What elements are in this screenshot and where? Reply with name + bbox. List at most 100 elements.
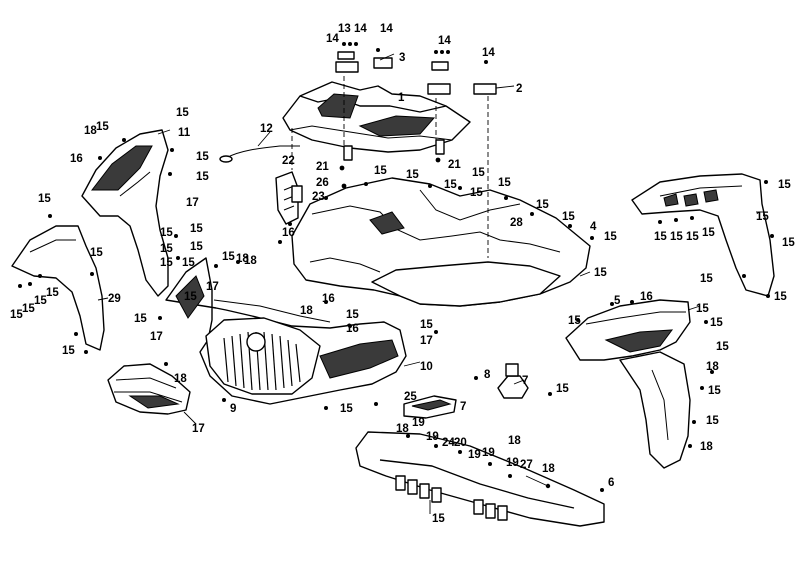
callout: 15 [196,171,209,183]
front-cowl [291,177,591,307]
callout: 15 [10,309,23,321]
lower-air-dam [107,363,191,415]
callout: 7 [460,401,466,413]
callout: 18 [236,253,249,265]
callout: 2 [516,83,522,95]
callout: 15 [604,231,617,243]
callout: 15 [706,415,719,427]
callout: 19 [412,417,425,429]
callout: 19 [426,431,439,443]
right-side-panel [565,299,691,469]
callout: 18 [700,441,713,453]
callout: 15 [472,167,485,179]
assembly-guides [291,76,489,258]
front-bumper-grille [165,257,407,405]
callout: 15 [470,187,483,199]
callout: 15 [190,241,203,253]
callout: 21 [316,161,329,173]
callout: 26 [316,177,329,189]
callout: 18 [542,463,555,475]
hood-latch-left [335,51,393,73]
callout: 18 [300,305,313,317]
callout: 17 [206,281,219,293]
callout: 15 [176,107,189,119]
callout: 14 [326,33,339,45]
callout: 8 [484,369,491,381]
callout: 15 [568,315,581,327]
lower-tray [355,431,605,527]
callout: 17 [192,423,205,435]
callout: 16 [282,227,295,239]
callout: 22 [282,155,295,167]
callout: 15 [782,237,795,249]
callout: 14 [354,23,367,35]
left-front-fender [11,225,105,351]
callout: 15 [196,151,209,163]
callout: 10 [420,361,433,373]
callout: 15 [498,177,511,189]
callout: 19 [468,449,481,461]
callout: 15 [420,319,433,331]
callout: 15 [696,303,709,315]
callout: 15 [38,193,51,205]
callout: 29 [108,293,121,305]
callout: 17 [150,331,163,343]
callout: 15 [556,383,569,395]
callout: 9 [230,403,236,415]
callout: 18 [84,125,97,137]
callout: 15 [90,247,103,259]
callout: 24 [442,437,455,449]
callout: 15 [708,385,721,397]
callout: 23 [312,191,325,203]
callout: 15 [62,345,75,357]
hood-cable [219,145,300,163]
callout: 15 [756,211,769,223]
callout: 15 [340,403,353,415]
callout: 15 [774,291,787,303]
callout: 18 [244,255,257,267]
callout: 15 [96,121,109,133]
callout: 15 [160,243,173,255]
callout: 15 [562,211,575,223]
callout: 19 [482,447,495,459]
callout: 15 [710,317,723,329]
callout: 15 [686,231,699,243]
callout: 12 [260,123,273,135]
callout: 13 [338,23,351,35]
callout: 15 [654,231,667,243]
callout: 11 [178,127,191,139]
callout: 16 [322,293,335,305]
callout: 16 [346,323,359,335]
tray-rod [525,475,551,489]
callout: 21 [448,159,461,171]
callout: 17 [420,335,433,347]
callout: 15 [160,257,173,269]
callout: 15 [778,179,791,191]
callout: 17 [186,197,199,209]
hood-latch-right [427,61,497,95]
callout-labels: 14 13 14 14 3 1 14 14 2 12 22 21 26 23 1… [10,23,795,525]
callout: 3 [399,52,405,64]
callout: 5 [614,295,621,307]
leader-lines [97,53,768,514]
callout: 15 [444,179,457,191]
callout: 14 [438,35,451,47]
callout: 18 [706,361,719,373]
callout: 16 [640,291,653,303]
callout: 15 [432,513,445,525]
hood-post [435,139,445,155]
callout: 15 [594,267,607,279]
fastener-screws [18,42,774,492]
callout: 4 [590,221,597,233]
callout: 25 [404,391,417,403]
bracket-assembly [275,171,303,225]
callout: 18 [396,423,409,435]
callout: 15 [182,257,195,269]
callout: 27 [520,459,533,471]
hood-post [343,145,353,161]
hood-panel [282,81,471,161]
callout: 15 [160,227,173,239]
left-side-panel-11 [81,129,169,297]
callout: 15 [406,169,419,181]
